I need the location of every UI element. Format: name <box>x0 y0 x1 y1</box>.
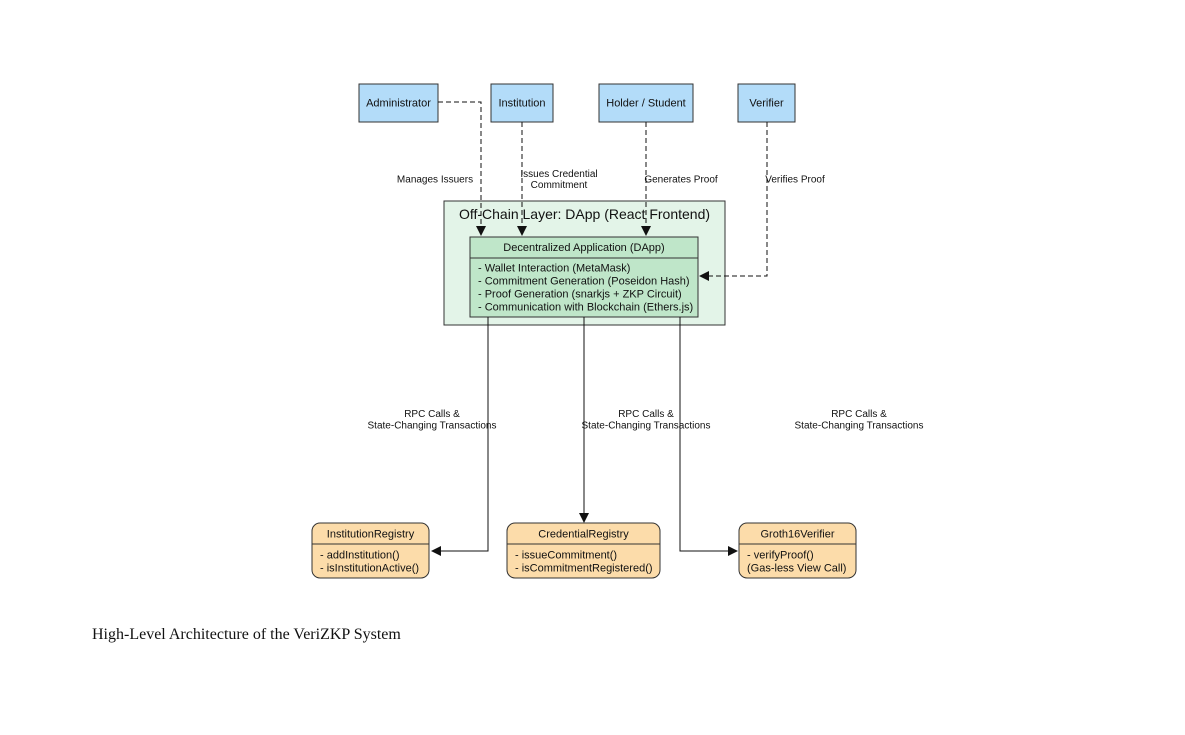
edge-label-generates: Generates Proof <box>644 175 718 186</box>
edge-label-rpc-left-2: State-Changing Transactions <box>368 421 497 432</box>
institution-registry-title: InstitutionRegistry <box>327 529 415 541</box>
dapp-item-wallet: - Wallet Interaction (MetaMask) <box>478 263 630 275</box>
actor-institution: Institution <box>490 83 554 123</box>
credential-registry-title: CredentialRegistry <box>538 529 629 541</box>
edge-label-rpc-left-1: RPC Calls & <box>404 409 460 420</box>
edge-label-issues-2: Commitment <box>531 180 588 191</box>
dapp-item-commitment: - Commitment Generation (Poseidon Hash) <box>478 276 690 288</box>
groth16-verifier-method-2: (Gas-less View Call) <box>747 563 846 575</box>
edge-admin-to-dapp <box>438 101 486 236</box>
contract-credential-registry: CredentialRegistry - issueCommitment() -… <box>506 522 661 579</box>
groth16-verifier-title: Groth16Verifier <box>761 529 835 541</box>
edge-label-rpc-right-1: RPC Calls & <box>831 409 887 420</box>
contract-institution-registry: InstitutionRegistry - addInstitution() -… <box>311 522 430 579</box>
institution-registry-method-1: - addInstitution() <box>320 550 399 562</box>
dapp-item-proof: - Proof Generation (snarkjs + ZKP Circui… <box>478 289 682 301</box>
edge-label-rpc-middle-1: RPC Calls & <box>618 409 674 420</box>
dapp-box: Decentralized Application (DApp) - Walle… <box>469 236 699 318</box>
contract-groth16-verifier: Groth16Verifier - verifyProof() (Gas-les… <box>738 522 857 579</box>
actor-administrator-label: Administrator <box>366 98 431 110</box>
actor-holder: Holder / Student <box>598 83 694 123</box>
edge-label-manages: Manages Issuers <box>397 175 473 186</box>
figure-caption: High-Level Architecture of the VeriZKP S… <box>92 626 401 643</box>
dapp-item-communication: - Communication with Blockchain (Ethers.… <box>478 302 693 314</box>
actor-administrator: Administrator <box>358 83 439 123</box>
offchain-layer-title: Off-Chain Layer: DApp (React Frontend) <box>459 206 710 222</box>
edge-label-verifies: Verifies Proof <box>765 175 825 186</box>
credential-registry-method-1: - issueCommitment() <box>515 550 617 562</box>
groth16-verifier-method-1: - verifyProof() <box>747 550 814 562</box>
dapp-title: Decentralized Application (DApp) <box>503 242 664 254</box>
credential-registry-method-2: - isCommitmentRegistered() <box>515 563 653 575</box>
institution-registry-method-2: - isInstitutionActive() <box>320 563 419 575</box>
actor-holder-label: Holder / Student <box>606 98 686 110</box>
edge-verifier-to-dapp <box>699 122 768 281</box>
actor-institution-label: Institution <box>498 98 545 110</box>
actor-verifier: Verifier <box>737 83 796 123</box>
edge-dapp-to-institution-registry <box>431 317 489 556</box>
edge-label-issues-1: Issues Credential <box>520 169 597 180</box>
edge-label-rpc-middle-2: State-Changing Transactions <box>582 421 711 432</box>
actor-verifier-label: Verifier <box>749 98 784 110</box>
edge-label-rpc-right-2: State-Changing Transactions <box>795 421 924 432</box>
edge-dapp-to-groth16-verifier <box>679 317 738 556</box>
